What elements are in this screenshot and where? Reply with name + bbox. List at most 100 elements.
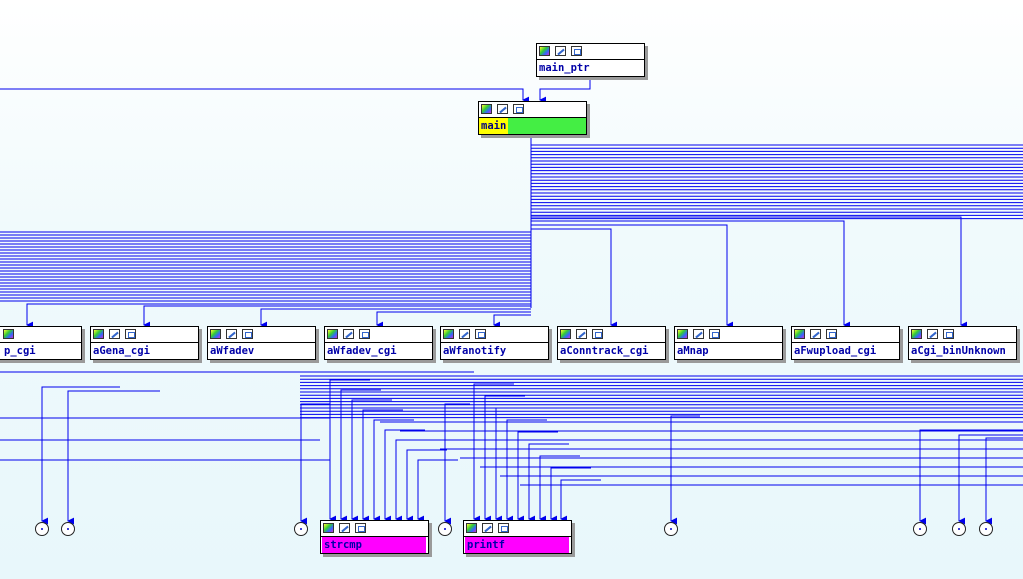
call-edge bbox=[26, 303, 531, 329]
call-edge bbox=[417, 459, 458, 523]
collapsed-node-stub[interactable] bbox=[979, 522, 993, 536]
node-agena-cgi[interactable]: aGena_cgi bbox=[90, 326, 199, 360]
node-label: aMnap bbox=[677, 345, 709, 357]
edit-icon[interactable] bbox=[339, 523, 350, 533]
call-edge bbox=[493, 314, 531, 329]
node-header bbox=[537, 44, 644, 60]
node-afwupload-cgi[interactable]: aFwupload_cgi bbox=[791, 326, 900, 360]
xref-icon[interactable] bbox=[826, 329, 837, 339]
edit-icon[interactable] bbox=[482, 523, 493, 533]
graph-overview-icon[interactable] bbox=[911, 329, 922, 339]
node-label: strcmp bbox=[322, 537, 426, 553]
collapsed-node-stub[interactable] bbox=[952, 522, 966, 536]
xref-icon[interactable] bbox=[943, 329, 954, 339]
call-edge bbox=[384, 429, 425, 523]
call-edge bbox=[670, 415, 700, 525]
node-label: main_ptr bbox=[539, 62, 590, 74]
node-main[interactable]: main bbox=[478, 101, 587, 135]
call-edge bbox=[300, 403, 330, 525]
graph-overview-icon[interactable] bbox=[327, 329, 338, 339]
xref-icon[interactable] bbox=[571, 46, 582, 56]
node-printf[interactable]: printf bbox=[463, 520, 572, 554]
node-label: aGena_cgi bbox=[93, 345, 150, 357]
call-edge bbox=[919, 429, 1023, 525]
edit-icon[interactable] bbox=[810, 329, 821, 339]
xref-icon[interactable] bbox=[359, 329, 370, 339]
call-edge bbox=[340, 389, 381, 523]
call-edge bbox=[260, 308, 531, 329]
call-edge bbox=[0, 88, 530, 104]
collapsed-node-stub[interactable] bbox=[664, 522, 678, 536]
edit-icon[interactable] bbox=[109, 329, 120, 339]
graph-overview-icon[interactable] bbox=[443, 329, 454, 339]
xref-icon[interactable] bbox=[513, 104, 524, 114]
node-header bbox=[909, 327, 1016, 343]
collapsed-node-stub[interactable] bbox=[61, 522, 75, 536]
graph-overview-icon[interactable] bbox=[210, 329, 221, 339]
graph-overview-icon[interactable] bbox=[539, 46, 550, 56]
call-edge bbox=[329, 379, 370, 523]
node-header bbox=[479, 102, 586, 118]
node-header bbox=[325, 327, 432, 343]
graph-overview-icon[interactable] bbox=[560, 329, 571, 339]
xref-icon[interactable] bbox=[498, 523, 509, 533]
node-awfadev-cgi[interactable]: aWfadev_cgi bbox=[324, 326, 433, 360]
call-edge bbox=[67, 390, 160, 525]
node-header bbox=[321, 521, 428, 537]
edit-icon[interactable] bbox=[459, 329, 470, 339]
node-header bbox=[558, 327, 665, 343]
node-label: aCgi_binUnknown bbox=[911, 345, 1006, 357]
call-edge bbox=[550, 467, 591, 523]
xref-icon[interactable] bbox=[709, 329, 720, 339]
node-header bbox=[464, 521, 571, 537]
edit-icon[interactable] bbox=[343, 329, 354, 339]
graph-overview-icon[interactable] bbox=[481, 104, 492, 114]
xref-icon[interactable] bbox=[125, 329, 136, 339]
call-edge bbox=[506, 419, 547, 523]
graph-overview-icon[interactable] bbox=[93, 329, 104, 339]
collapsed-node-stub[interactable] bbox=[913, 522, 927, 536]
node-label: main bbox=[479, 118, 586, 134]
call-edge bbox=[376, 311, 531, 329]
call-edge bbox=[362, 409, 403, 523]
xref-icon[interactable] bbox=[355, 523, 366, 533]
node-label: aWfanotify bbox=[443, 345, 507, 357]
edit-icon[interactable] bbox=[555, 46, 566, 56]
node-label: printf bbox=[465, 537, 569, 553]
collapsed-node-stub[interactable] bbox=[438, 522, 452, 536]
graph-overview-icon[interactable] bbox=[3, 329, 14, 339]
edit-icon[interactable] bbox=[927, 329, 938, 339]
graph-overview-icon[interactable] bbox=[466, 523, 477, 533]
node-amnap[interactable]: aMnap bbox=[674, 326, 783, 360]
call-edge bbox=[539, 455, 580, 523]
edit-icon[interactable] bbox=[693, 329, 704, 339]
node-aconntrack-cgi[interactable]: aConntrack_cgi bbox=[557, 326, 666, 360]
edit-icon[interactable] bbox=[576, 329, 587, 339]
node-label: aFwupload_cgi bbox=[794, 345, 877, 357]
node-strcmp[interactable]: strcmp bbox=[320, 520, 429, 554]
node-header bbox=[91, 327, 198, 343]
node-awfanotify[interactable]: aWfanotify bbox=[440, 326, 549, 360]
node-acgi-binunknown[interactable]: aCgi_binUnknown bbox=[908, 326, 1017, 360]
node-p-cgi[interactable]: p_cgi bbox=[0, 326, 82, 360]
node-awfadev[interactable]: aWfadev bbox=[207, 326, 316, 360]
node-main-ptr[interactable]: main_ptr bbox=[536, 43, 645, 77]
graph-overview-icon[interactable] bbox=[794, 329, 805, 339]
collapsed-node-stub[interactable] bbox=[294, 522, 308, 536]
graph-overview-icon[interactable] bbox=[323, 523, 334, 533]
node-header bbox=[675, 327, 782, 343]
xref-icon[interactable] bbox=[592, 329, 603, 339]
xref-icon[interactable] bbox=[242, 329, 253, 339]
call-edge bbox=[143, 305, 531, 329]
call-edge bbox=[41, 386, 120, 525]
graph-overview-icon[interactable] bbox=[677, 329, 688, 339]
call-edge bbox=[958, 434, 1023, 525]
xref-icon[interactable] bbox=[475, 329, 486, 339]
edit-icon[interactable] bbox=[226, 329, 237, 339]
call-edge bbox=[373, 419, 414, 523]
collapsed-node-stub[interactable] bbox=[35, 522, 49, 536]
call-edge bbox=[395, 439, 436, 523]
edit-icon[interactable] bbox=[497, 104, 508, 114]
node-label: p_cgi bbox=[4, 345, 36, 357]
